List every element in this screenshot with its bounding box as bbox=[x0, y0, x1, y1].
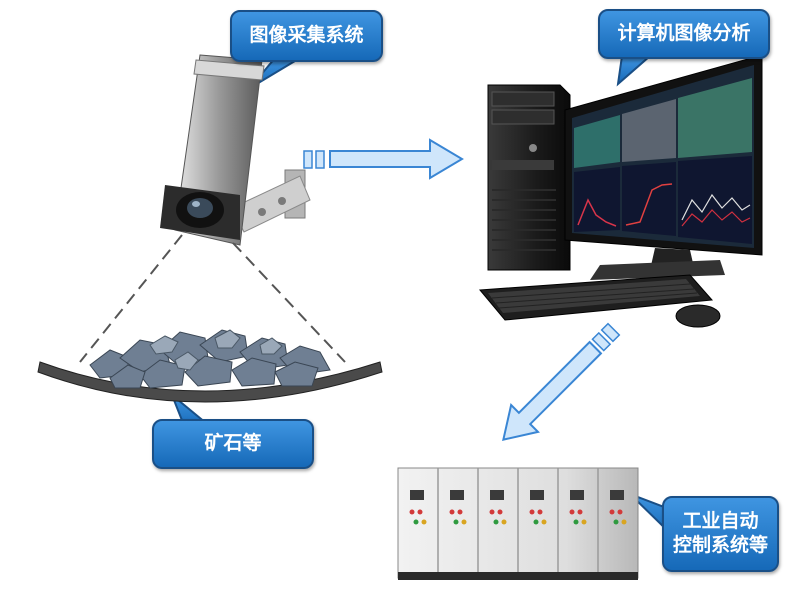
callout-automation-line2: 控制系统等 bbox=[672, 534, 768, 556]
ore-tray-icon bbox=[37, 329, 383, 403]
callout-automation: 工业自动 控制系统等 bbox=[662, 496, 779, 572]
keyboard-icon bbox=[478, 274, 714, 321]
arrow-computer-to-automation bbox=[502, 322, 621, 441]
callout-computer-analysis: 计算机图像分析 bbox=[598, 9, 770, 59]
callout-pointer-computer bbox=[616, 55, 653, 87]
callout-camera-system: 图像采集系统 bbox=[230, 10, 383, 62]
computer-tower-icon bbox=[487, 84, 571, 271]
camera-view-line-left bbox=[79, 234, 183, 363]
camera-view-line-right bbox=[232, 242, 346, 363]
callout-automation-line1: 工业自动 bbox=[682, 510, 759, 533]
callout-ore-text: 矿石等 bbox=[204, 432, 262, 455]
monitor-icon bbox=[564, 54, 763, 280]
callout-ore: 矿石等 bbox=[152, 419, 314, 469]
control-cabinets-icon bbox=[397, 467, 639, 580]
arrow-camera-to-computer bbox=[303, 138, 464, 180]
callout-camera-system-text: 图像采集系统 bbox=[249, 24, 364, 47]
mouse-icon bbox=[675, 304, 721, 328]
callout-computer-analysis-text: 计算机图像分析 bbox=[617, 22, 751, 45]
surveillance-camera-icon bbox=[160, 54, 311, 246]
